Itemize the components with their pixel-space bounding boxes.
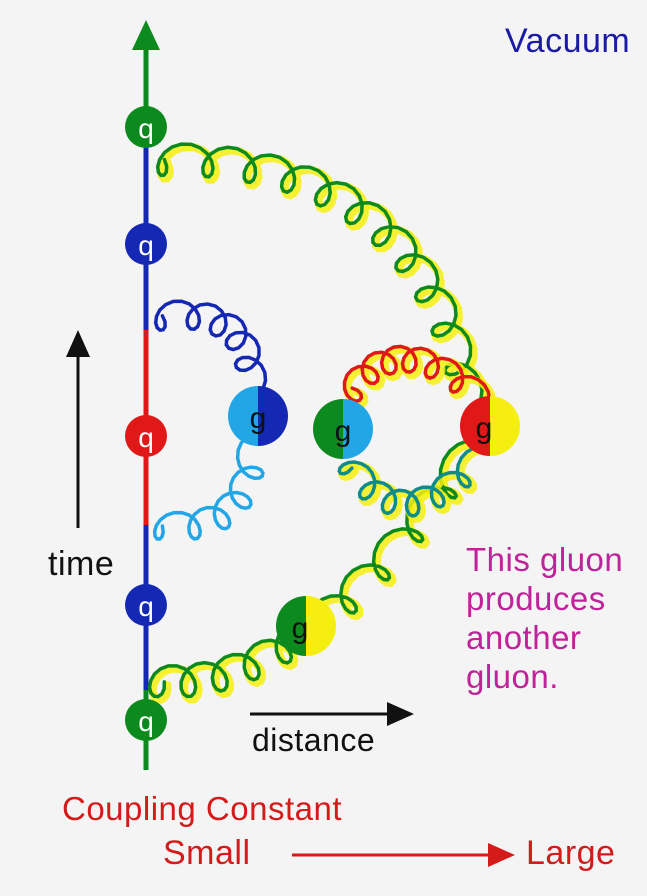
gluon-middle: g (313, 399, 373, 459)
gluon-label-right: g (476, 412, 493, 445)
gluon-inner: g (228, 386, 288, 446)
gluon-lower: g (276, 596, 336, 656)
quark-red-middle: q (125, 415, 167, 457)
quark-green-bottom: q (125, 699, 167, 741)
distance-label: distance (252, 722, 376, 758)
quark-label-green-bottom: q (138, 706, 154, 737)
vacuum-label: Vacuum (505, 22, 631, 60)
gluon-coil-outer-lower (147, 438, 478, 699)
gluon-note: This gluon produces another gluon. (466, 540, 623, 696)
gluon-coil-second-lower (337, 444, 490, 518)
quark-label-blue-upper: q (138, 230, 154, 261)
gluon-note-line-3: another (466, 619, 582, 656)
gluon-coil-outer-lower-glow (148, 439, 484, 704)
gluon-coil-outer-upper (155, 142, 484, 416)
time-axis-arrowhead (132, 20, 160, 50)
coupling-constant-label: Coupling Constant (62, 790, 343, 827)
gluon-note-line-4: gluon. (466, 658, 559, 695)
gluon-coil-inner-upper (153, 299, 268, 401)
gluon-label-inner: g (250, 402, 267, 435)
quark-label-red-middle: q (138, 422, 154, 453)
quark-green-top: q (125, 106, 167, 148)
gluon-label-lower: g (292, 612, 309, 645)
coupling-small-label: Small (163, 834, 251, 872)
gluon-label-middle: g (335, 415, 352, 448)
gluon-right: g (460, 396, 520, 456)
gluon-coil-inner-lower (152, 431, 265, 541)
time-label: time (48, 545, 115, 583)
gluon-note-line-2: produces (466, 580, 606, 617)
quark-blue-upper: q (125, 223, 167, 265)
coupling-large-label: Large (526, 834, 616, 872)
quark-label-blue-lower: q (138, 591, 154, 622)
quark-label-green-top: q (138, 113, 154, 144)
quark-blue-lower: q (125, 584, 167, 626)
gluon-coil-second-upper (342, 344, 492, 408)
gluon-note-line-1: This gluon (466, 541, 624, 578)
